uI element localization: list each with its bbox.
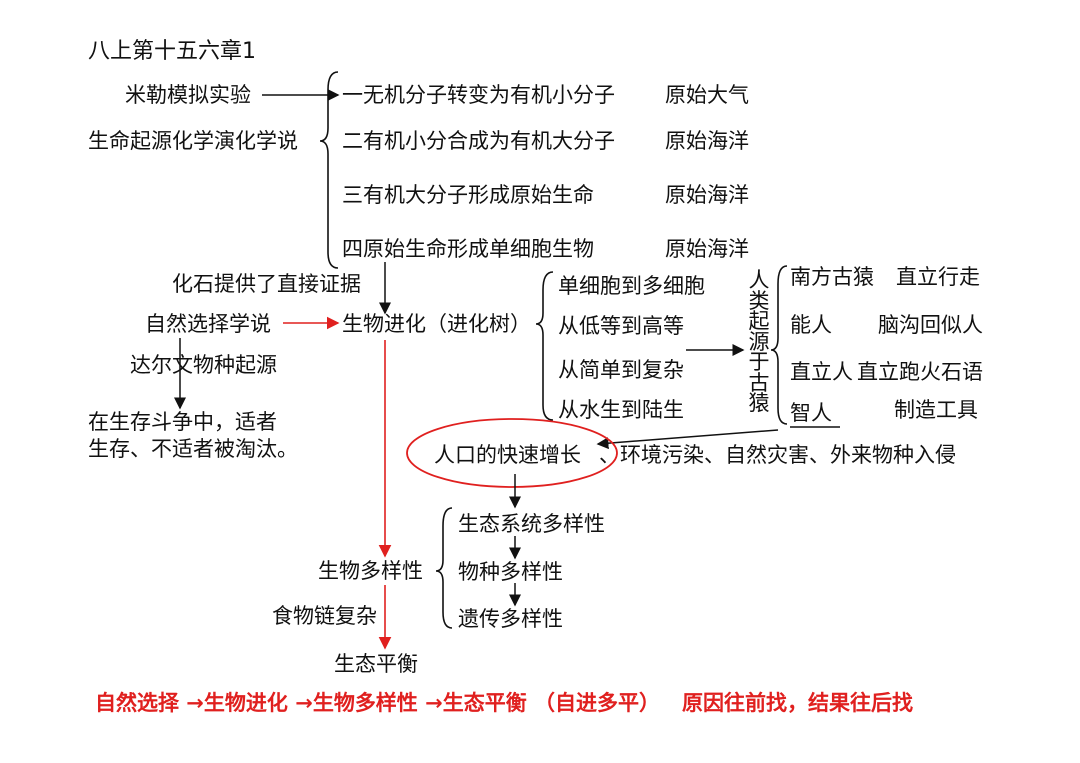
human-stage-name: 南方古猿 (790, 265, 874, 289)
human-stage-trait: 制造工具 (894, 398, 978, 422)
chemical-evolution-theory-label: 生命起源化学演化学说 (88, 129, 298, 153)
human-stage-name: 直立人 (790, 360, 853, 384)
trends-brace (535, 271, 554, 421)
population-growth-label: 人口的快速增长 (434, 443, 581, 467)
eco-balance-label: 生态平衡 (334, 652, 418, 676)
trend-item: 从低等到高等 (558, 314, 684, 338)
stage-place: 原始大气 (665, 83, 749, 107)
stage-text: 四原始生命形成单细胞生物 (342, 237, 594, 261)
trend-item: 从水生到陆生 (558, 398, 684, 422)
diversity-level: 生态系统多样性 (458, 512, 605, 536)
biodiversity-label: 生物多样性 (318, 559, 423, 583)
population-circle (406, 418, 618, 488)
human-stage-trait: 直立行走 (896, 265, 980, 289)
struggle-line-2: 生存、不适者被淘汰。 (88, 437, 298, 461)
stage-place: 原始海洋 (665, 237, 749, 261)
page-title: 八上第十五六章1 (88, 39, 256, 64)
summary-line: 自然选择 →生物进化 →生物多样性 →生态平衡 （自进多平） 原因往前找，结果往… (95, 691, 913, 715)
human-stage-name: 能人 (790, 313, 832, 337)
struggle-line-1: 在生存斗争中，适者 (88, 410, 277, 434)
fossil-evidence-label: 化石提供了直接证据 (172, 272, 361, 296)
natural-selection-label: 自然选择学说 (145, 312, 271, 336)
stage-place: 原始海洋 (665, 183, 749, 207)
human-to-threats-arrow (596, 429, 779, 450)
human-stage-trait: 直立跑火石语 (857, 360, 983, 384)
human-stage-trait: 脑沟回似人 (878, 313, 983, 337)
human-origin-label: 人类起源于古猿 (748, 268, 770, 415)
darwin-label: 达尔文物种起源 (130, 353, 277, 377)
evolution-label: 生物进化（进化树） (342, 312, 531, 336)
trend-item: 单细胞到多细胞 (558, 274, 705, 298)
diversity-brace (435, 507, 453, 629)
threats-label: 、环境污染、自然灾害、外来物种入侵 (599, 443, 956, 467)
human-stage-name: 智人 (790, 401, 832, 425)
diversity-level: 物种多样性 (458, 560, 563, 584)
miller-experiment-label: 米勒模拟实验 (125, 83, 251, 107)
stage-text: 二有机小分合成为有机大分子 (342, 129, 615, 153)
stages-brace (319, 71, 339, 269)
human-brace (770, 265, 788, 425)
diversity-level: 遗传多样性 (458, 607, 563, 631)
stage-text: 三有机大分子形成原始生命 (342, 183, 594, 207)
stage-place: 原始海洋 (665, 129, 749, 153)
stage-text: 一无机分子转变为有机小分子 (342, 83, 615, 107)
trend-item: 从简单到复杂 (558, 358, 684, 382)
food-chain-label: 食物链复杂 (272, 604, 377, 628)
